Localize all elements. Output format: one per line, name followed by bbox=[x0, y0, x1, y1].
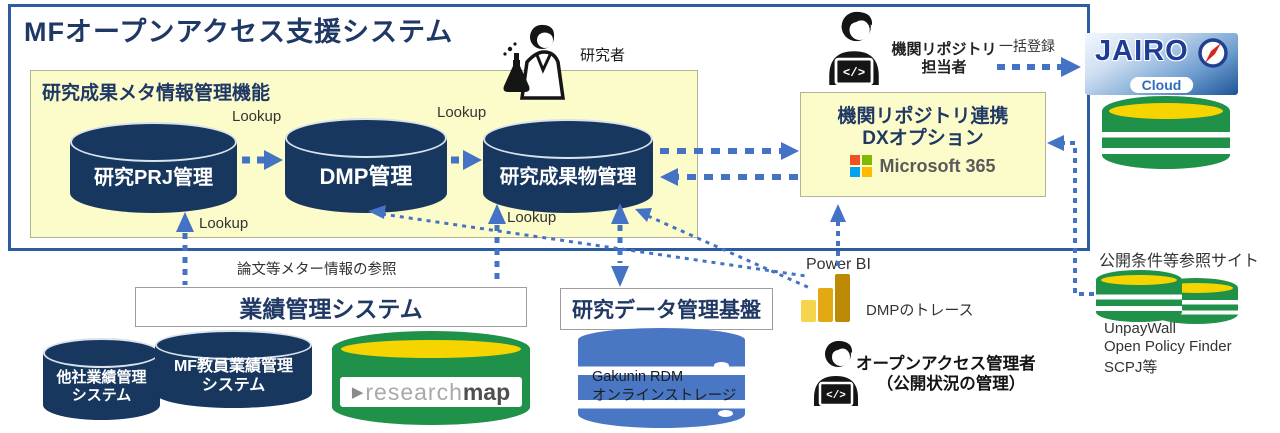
db-mf-faculty-line2: システム bbox=[201, 376, 266, 394]
code-glyph: </> bbox=[826, 390, 846, 402]
reference-site-item-3: SCPJ等 bbox=[1104, 359, 1158, 376]
db-research-output: 研究成果物管理 bbox=[483, 119, 653, 213]
lookup-label-4: Lookup bbox=[507, 209, 557, 226]
meta-reference-label: 論文等メター情報の参照 bbox=[237, 262, 397, 278]
open-access-admin-label-1: オープンアクセス管理者 bbox=[856, 355, 1036, 373]
reference-site-item-2: Open Policy Finder bbox=[1104, 338, 1232, 355]
db-mf-faculty-line1: MF教員業績管理 bbox=[173, 358, 294, 376]
power-bi-label: Power BI bbox=[806, 256, 871, 273]
repository-staff-label-1: 機関リポジトリ bbox=[891, 41, 997, 58]
gakunin-line1: Gakunin RDM bbox=[592, 369, 684, 385]
researchmap-db: ▶ research map bbox=[332, 331, 530, 425]
meta-info-panel-label: 研究成果メタ情報管理機能 bbox=[42, 83, 271, 104]
microsoft-365-logo: Microsoft 365 bbox=[801, 155, 1045, 177]
reference-sites-db-1 bbox=[1096, 270, 1182, 322]
db-research-prj-label: 研究PRJ管理 bbox=[94, 167, 213, 189]
performance-system-box: 業績管理システム bbox=[135, 287, 527, 327]
db-other-performance-line1: 他社業績管理 bbox=[56, 369, 147, 387]
code-glyph: </> bbox=[843, 66, 865, 80]
db-other-performance-line2: システム bbox=[71, 386, 132, 404]
db-other-performance: 他社業績管理 システム bbox=[43, 338, 160, 420]
jairo-brand-text: JAIRO bbox=[1095, 35, 1189, 67]
db-research-output-label: 研究成果物管理 bbox=[499, 165, 637, 188]
microsoft-icon bbox=[850, 155, 873, 177]
lookup-label-1: Lookup bbox=[232, 108, 282, 125]
gakunin-rdm-db: Gakunin RDM オンラインストレージ bbox=[578, 328, 745, 428]
lookup-label-2: Lookup bbox=[437, 104, 487, 121]
researchmap-logo: ▶ research map bbox=[340, 377, 522, 407]
gakunin-line2: オンラインストレージ bbox=[592, 387, 737, 404]
researcher-icon bbox=[494, 22, 578, 100]
dmp-trace-label: DMPのトレース bbox=[866, 302, 974, 319]
rdm-platform-box: 研究データ管理基盤 bbox=[560, 288, 773, 330]
db-research-prj: 研究PRJ管理 bbox=[70, 122, 237, 213]
repository-staff-icon: </> bbox=[818, 8, 890, 90]
db-mf-faculty-performance: MF教員業績管理 システム bbox=[155, 330, 312, 408]
compass-icon bbox=[1198, 38, 1228, 68]
reference-site-item-1: UnpayWall bbox=[1104, 320, 1176, 337]
open-access-admin-label-2: （公開状況の管理） bbox=[876, 375, 1026, 393]
jairo-repository-db bbox=[1102, 96, 1230, 169]
page-title: MFオープンアクセス支援システム bbox=[24, 17, 454, 47]
db-dmp: DMP管理 bbox=[285, 118, 447, 213]
jairo-cloud-logo: JAIRO Cloud bbox=[1085, 33, 1238, 95]
researchmap-arrow-icon: ▶ bbox=[351, 384, 364, 401]
jairo-cloud-text: Cloud bbox=[1129, 77, 1194, 93]
lookup-label-3: Lookup bbox=[199, 215, 249, 232]
researchmap-text-1: research bbox=[365, 378, 463, 405]
power-bi-icon bbox=[801, 274, 850, 322]
researchmap-text-2: map bbox=[462, 378, 511, 405]
reference-sites-title: 公開条件等参照サイト bbox=[1099, 253, 1260, 270]
dx-option-box: 機関リポジトリ連携 DXオプション Microsoft 365 bbox=[800, 92, 1046, 197]
dx-option-line2: DXオプション bbox=[862, 128, 984, 149]
db-dmp-label: DMP管理 bbox=[319, 163, 413, 189]
repository-staff-label-2: 担当者 bbox=[921, 59, 967, 76]
dx-option-line1: 機関リポジトリ連携 bbox=[837, 106, 1009, 127]
open-access-admin-icon: </> bbox=[804, 326, 868, 422]
batch-register-label: 一括登録 bbox=[999, 38, 1055, 54]
microsoft-365-label: Microsoft 365 bbox=[879, 155, 996, 176]
researcher-label: 研究者 bbox=[580, 47, 626, 64]
